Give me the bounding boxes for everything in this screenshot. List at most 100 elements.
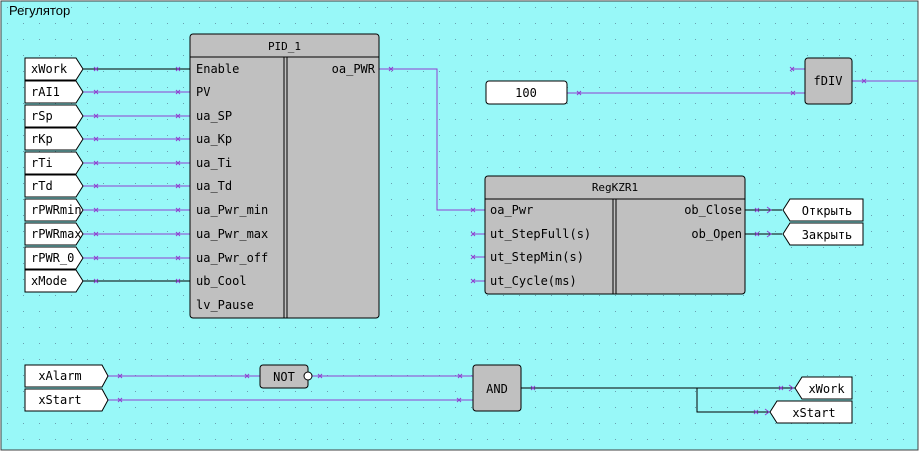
and-gate[interactable]: AND bbox=[472, 364, 522, 412]
pin-stroke bbox=[93, 231, 99, 237]
pin-marker bbox=[317, 373, 323, 379]
pin-marker bbox=[93, 136, 99, 142]
input-tag-shape bbox=[24, 174, 84, 198]
input-variable-xalarm[interactable]: xAlarm bbox=[24, 364, 109, 388]
regkzr-input-pin-4: ut_Cycle(ms) bbox=[490, 274, 577, 288]
input-tag-shape bbox=[24, 151, 84, 175]
pid-input-pin-ua-pwr-max: ua_Pwr_max bbox=[196, 227, 268, 241]
input-variable-xstart[interactable]: xStart bbox=[24, 388, 109, 412]
pin-marker bbox=[117, 373, 123, 379]
regkzr-block-body bbox=[484, 175, 746, 295]
output-variable-2[interactable]: Закрыть bbox=[782, 222, 864, 246]
pin-marker bbox=[861, 78, 867, 84]
input-variable-rpwrmin[interactable]: rPWRmin bbox=[24, 198, 84, 222]
regkzr-output-pin-1: ob_Close bbox=[684, 203, 742, 217]
arrow-head bbox=[788, 384, 794, 392]
regkzr-input-pin-3: ut_StepMin(s) bbox=[490, 250, 584, 264]
pin-stroke bbox=[470, 207, 476, 213]
pin-stroke bbox=[470, 231, 476, 237]
pin-marker bbox=[470, 254, 476, 260]
output-tag-shape bbox=[794, 376, 853, 400]
not-gate[interactable]: NOT bbox=[259, 364, 313, 389]
pin-stroke bbox=[175, 136, 181, 142]
pid-input-pin-ua-td: ua_Td bbox=[196, 179, 232, 193]
constant-100[interactable]: 100 bbox=[485, 80, 568, 105]
pin-stroke bbox=[576, 90, 582, 96]
output-variable-xwork-0[interactable]: xWork bbox=[794, 376, 853, 400]
input-variable-xwork[interactable]: xWork bbox=[24, 57, 84, 81]
pin-marker bbox=[778, 385, 784, 391]
input-variable-rpwrmax[interactable]: rPWRmax bbox=[24, 222, 84, 246]
and-gate-body bbox=[472, 364, 522, 412]
input-tag-label: rPWRmin bbox=[31, 203, 82, 217]
pin-marker bbox=[175, 66, 181, 72]
pid-block-title: PID_1 bbox=[268, 40, 301, 53]
arrow-head bbox=[766, 230, 772, 238]
regkzr-input-pin-2: ut_StepFull(s) bbox=[490, 227, 591, 241]
pin-stroke bbox=[93, 278, 99, 284]
input-tag-label: rKp bbox=[31, 132, 53, 146]
pin-stroke bbox=[530, 385, 536, 391]
input-variable-rkp[interactable]: rKp bbox=[24, 127, 84, 151]
input-variable-xmode[interactable]: xMode bbox=[24, 269, 84, 293]
input-variable-rai1[interactable]: rAI1 bbox=[24, 80, 84, 104]
input-tag-shape bbox=[24, 57, 84, 81]
wire-and-to-xstart bbox=[696, 388, 770, 413]
input-tag-shape bbox=[24, 104, 84, 128]
pin-marker bbox=[175, 160, 181, 166]
pin-marker bbox=[470, 231, 476, 237]
pin-stroke bbox=[753, 409, 759, 415]
pin-marker bbox=[93, 66, 99, 72]
pid-input-pin-pv: PV bbox=[196, 85, 210, 99]
pin-stroke bbox=[175, 231, 181, 237]
pid-input-pin-ub-cool: ub_Cool bbox=[196, 274, 247, 288]
input-tag-shape bbox=[24, 364, 109, 388]
output-variable-xstart-1[interactable]: xStart bbox=[769, 400, 853, 424]
pid-input-pin-ua-pwr-off: ua_Pwr_off bbox=[196, 251, 268, 265]
pin-marker bbox=[175, 231, 181, 237]
output-variable-1[interactable]: Открыть bbox=[782, 198, 864, 222]
fdiv-block[interactable]: fDIV bbox=[804, 57, 853, 105]
pin-marker bbox=[244, 373, 250, 379]
not-gate-inversion-bubble bbox=[303, 371, 313, 381]
pin-stroke bbox=[175, 89, 181, 95]
input-variable-rsp[interactable]: rSp bbox=[24, 104, 84, 128]
input-tag-label: rPWR_0 bbox=[31, 251, 74, 265]
input-tag-shape bbox=[24, 222, 84, 246]
pin-stroke bbox=[175, 113, 181, 119]
pin-marker bbox=[93, 207, 99, 213]
input-variable-rtd[interactable]: rTd bbox=[24, 174, 84, 198]
input-variable-rti[interactable]: rTi bbox=[24, 151, 84, 175]
pin-marker bbox=[117, 397, 123, 403]
pin-stroke bbox=[317, 373, 323, 379]
pin-marker bbox=[790, 90, 796, 96]
pin-marker bbox=[93, 89, 99, 95]
pid-input-pin-lv-pause: lv_Pause bbox=[196, 298, 254, 312]
pin-marker bbox=[175, 113, 181, 119]
pin-marker bbox=[470, 207, 476, 213]
pin-stroke bbox=[861, 78, 867, 84]
pid-block[interactable]: PID_1EnablePVua_SPua_Kpua_Tiua_Tdua_Pwr_… bbox=[189, 33, 380, 319]
pin-stroke bbox=[470, 278, 476, 284]
pin-marker bbox=[175, 207, 181, 213]
output-tag-label: xWork bbox=[808, 382, 845, 396]
pid-input-pin-ua-ti: ua_Ti bbox=[196, 156, 232, 170]
input-tag-shape bbox=[24, 127, 84, 151]
pin-marker bbox=[388, 66, 394, 72]
pin-stroke bbox=[388, 66, 394, 72]
regkzr-block[interactable]: RegKZR1oa_Pwrut_StepFull(s)ut_StepMin(s)… bbox=[484, 175, 746, 295]
input-tag-label: xMode bbox=[31, 274, 67, 288]
pin-stroke bbox=[93, 207, 99, 213]
input-tag-shape bbox=[24, 269, 84, 293]
input-tag-shape bbox=[24, 388, 109, 412]
pin-stroke bbox=[790, 90, 796, 96]
input-variable-rpwr-0[interactable]: rPWR_0 bbox=[24, 246, 84, 270]
input-tag-label: xWork bbox=[31, 62, 68, 76]
output-tag-shape bbox=[782, 222, 864, 246]
constant-value: 100 bbox=[515, 86, 537, 100]
pid-input-pin-enable: Enable bbox=[196, 62, 239, 76]
